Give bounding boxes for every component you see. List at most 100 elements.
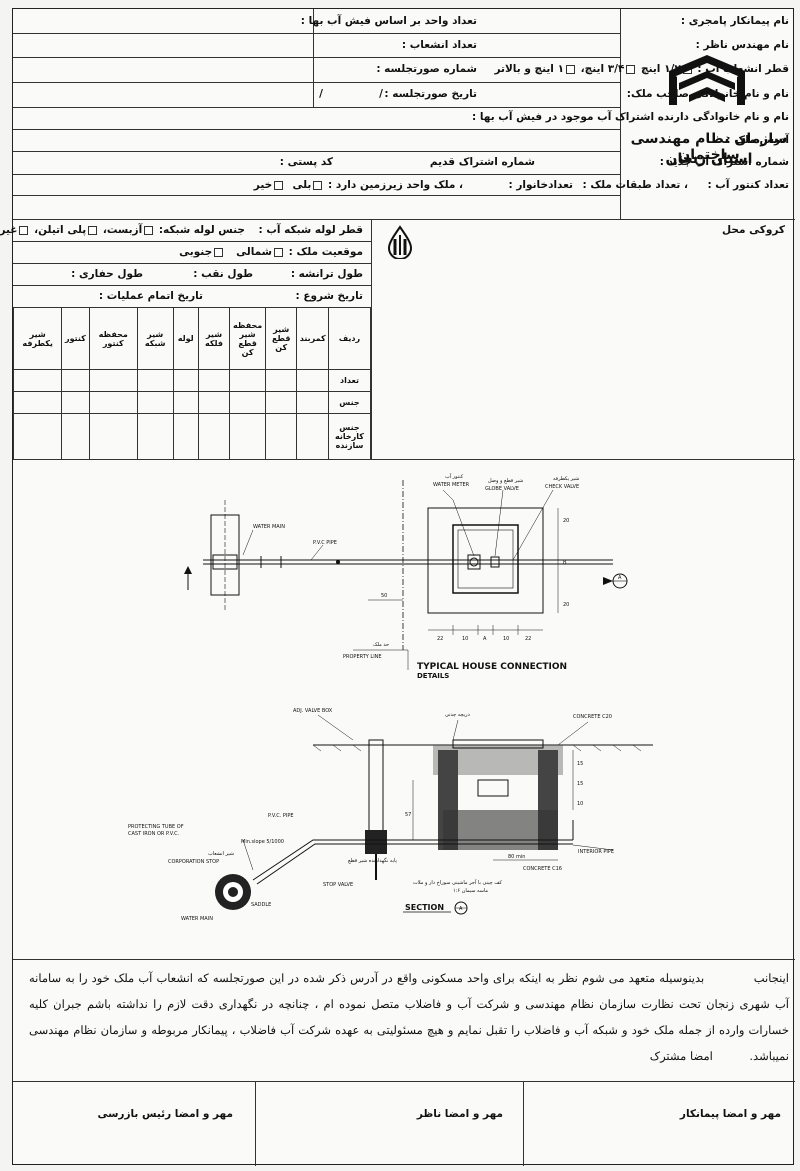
location-label: موقعیت ملک : xyxy=(288,246,363,258)
lbl-note2: ماسه سیمان ۱:۶ xyxy=(453,888,488,894)
dim-a: A xyxy=(483,636,487,642)
lbl-check: CHECK VALVE xyxy=(545,484,579,490)
dim-22a: 22 xyxy=(437,636,443,642)
lbl-water-main-plan: WATER MAIN xyxy=(253,524,285,530)
branch-count-label: تعداد انشعاب : xyxy=(401,39,477,51)
contractor-sign-label: مهر و امضا پیمانکار xyxy=(679,1108,781,1120)
declaration-body: بدینوسیله متعهد می شوم نظر به اینکه برای… xyxy=(29,971,789,1063)
subscriber-sign-label: امضا مشترک xyxy=(649,1049,713,1063)
lbl-pvc-section: P.V.C. PIPE xyxy=(268,813,294,819)
basement-yes-label: بلی xyxy=(292,179,312,191)
contractor-name-label: نام پیمانکار پامجری : xyxy=(680,15,789,27)
lbl-check-fa: شیر یکطرفه xyxy=(553,476,579,482)
households-label: تعدادخانوار : xyxy=(508,179,573,191)
lbl-cover-fa: دریچه چدنی xyxy=(445,712,470,718)
dim-vb: B xyxy=(563,560,567,566)
postal-code-label: کد پستی : xyxy=(279,156,333,168)
section-title: SECTION xyxy=(405,903,444,912)
drawing-title: TYPICAL HOUSE CONNECTION xyxy=(417,662,567,672)
mat-pe-checkbox[interactable] xyxy=(88,225,98,235)
lbl-interior: INTERIOR PIPE xyxy=(578,849,614,855)
dim-10a: 10 xyxy=(462,636,468,642)
dim-v20b: 20 xyxy=(563,602,569,608)
dig-len-label: طول حفاری : xyxy=(71,268,143,280)
col-meter-box: محفظه کنتور xyxy=(88,307,138,370)
mat-other-label: غیره xyxy=(0,224,18,236)
org-name-line2: استان زنجان xyxy=(665,151,753,167)
address-label: آدرس ملک : xyxy=(726,134,789,146)
basement-yes-checkbox[interactable] xyxy=(313,180,323,190)
minutes-date-label: تاریخ صورتجلسه : xyxy=(384,88,477,100)
network-material-row: جنس لوله شبکه: آزبست، پلی اتیلن، غیره xyxy=(0,223,245,237)
floors-label: ، تعداد طبقات ملک : xyxy=(582,179,689,191)
declaration-text: اینجانب بدینوسیله متعهد می شوم نظر به ای… xyxy=(29,965,789,1069)
lbl-corp: CORPORATION STOP xyxy=(168,859,219,865)
drawing-subtitle: DETAILS xyxy=(417,672,449,680)
house-connection-drawing: کنتور آب WATER METER شیر قطع و وصل GLOBE… xyxy=(128,473,653,922)
dim-57: 57 xyxy=(405,812,411,818)
col-check-valve: شیر یکطرفه xyxy=(12,307,63,370)
mat-asbestos-checkbox[interactable] xyxy=(144,225,154,235)
supervisor-name-label: نام مهندس ناظر : xyxy=(695,39,789,51)
declaration-lead: اینجانب xyxy=(753,971,789,985)
lbl-globe: GLOBE VALVE xyxy=(485,486,519,492)
org-logo-icon xyxy=(669,55,745,105)
trench-len-label: طول ترانشه : xyxy=(290,268,363,280)
row-count: تعداد xyxy=(327,369,372,392)
dim-50: 50 xyxy=(381,593,387,599)
basement-no-label: خیر xyxy=(253,179,273,191)
diam-threequarter-label: ۳/۴ اینچ، xyxy=(580,63,625,75)
lbl-globe-fa: شیر قطع و وصل xyxy=(488,478,523,484)
meter-count-label: تعداد کنتور آب : xyxy=(707,179,789,191)
mat-other-checkbox[interactable] xyxy=(19,225,29,235)
mat-asbestos-label: آزبست، xyxy=(102,224,143,236)
location-row: موقعیت ملک : شمالی جنوبی xyxy=(179,245,363,259)
loc-south-checkbox[interactable] xyxy=(214,247,224,257)
loc-north-checkbox[interactable] xyxy=(274,247,283,257)
org-name-line1: سازمان نظام مهندسی ساختمان xyxy=(630,131,788,163)
col-meter: کنتور xyxy=(61,307,90,370)
dim-15b: 15 xyxy=(577,781,583,787)
mat-pe-label: پلی اتیلن، xyxy=(34,224,87,236)
col-network-valve: شیر شبکه xyxy=(136,307,174,370)
minutes-no-label: شماره صورتجلسه : xyxy=(376,63,477,75)
basement-no-checkbox[interactable] xyxy=(274,180,284,190)
diam-half-label: ۱/۲ اینچ xyxy=(641,63,681,75)
lbl-concrete-c16: CONCRETE C16 xyxy=(523,866,562,872)
lbl-adj-box: ADJ. VALVE BOX xyxy=(293,708,333,714)
lbl-water-main-section: WATER MAIN xyxy=(181,916,213,922)
dim-15: 15 xyxy=(577,761,583,767)
lbl-prop-fa: حد ملک xyxy=(373,642,389,648)
lbl-corp-fa: شیر انشعاب xyxy=(208,851,234,857)
col-pipe: لوله xyxy=(172,307,199,370)
col-row: ردیف xyxy=(327,307,372,370)
lbl-protect2: CAST IRON OR P.V.C. xyxy=(128,831,180,837)
col-stop-valve-box: محفظه شیر قطع کن xyxy=(229,307,266,370)
end-date-label: تاریخ اتمام عملیات : xyxy=(98,290,203,302)
header-mid-divider xyxy=(313,9,314,107)
network-diam-label: قطر لوله شبکه آب : xyxy=(258,224,363,236)
diam-threequarter-checkbox[interactable] xyxy=(626,64,636,74)
dim-22b: 22 xyxy=(525,636,531,642)
site-divider xyxy=(371,219,372,459)
parts-table: شیر یکطرفه کنتور محفظه کنتور شیر شبکه لو… xyxy=(12,307,372,460)
row-manufacturer: جنس کارخانه سازنده xyxy=(327,413,372,460)
lbl-property-line: PROPERTY LINE xyxy=(343,654,382,660)
tunnel-len-label: طول نقب : xyxy=(193,268,253,280)
row-material: جنس xyxy=(327,391,372,414)
dim-10b: 10 xyxy=(503,636,509,642)
plan-section-mark: A xyxy=(618,575,622,581)
lbl-saddle: SADDLE xyxy=(251,902,271,908)
lbl-note1: کف چینی با آجر ماشینی سوراخ دار و ملات xyxy=(413,879,503,886)
diam-one-checkbox[interactable] xyxy=(566,64,575,74)
new-sub-label: شماره اشتراک آب جدید : xyxy=(659,156,789,168)
lbl-stop-valve: STOP VALVE xyxy=(323,882,353,888)
old-sub-label: شماره اشتراک قدیم xyxy=(429,156,535,168)
loc-south-label: جنوبی xyxy=(179,246,213,258)
sketch-label: کروکی محل xyxy=(722,224,785,236)
subscriber-name-label: نام و نام خانوادگی دارنده اشتراک آب موجو… xyxy=(471,111,789,123)
date-sep-1: / xyxy=(379,88,383,100)
dim-10: 10 xyxy=(577,801,583,807)
col-belt: کمربند xyxy=(296,307,329,370)
lbl-protect1: PROTECTING TUBE OF xyxy=(128,824,184,830)
